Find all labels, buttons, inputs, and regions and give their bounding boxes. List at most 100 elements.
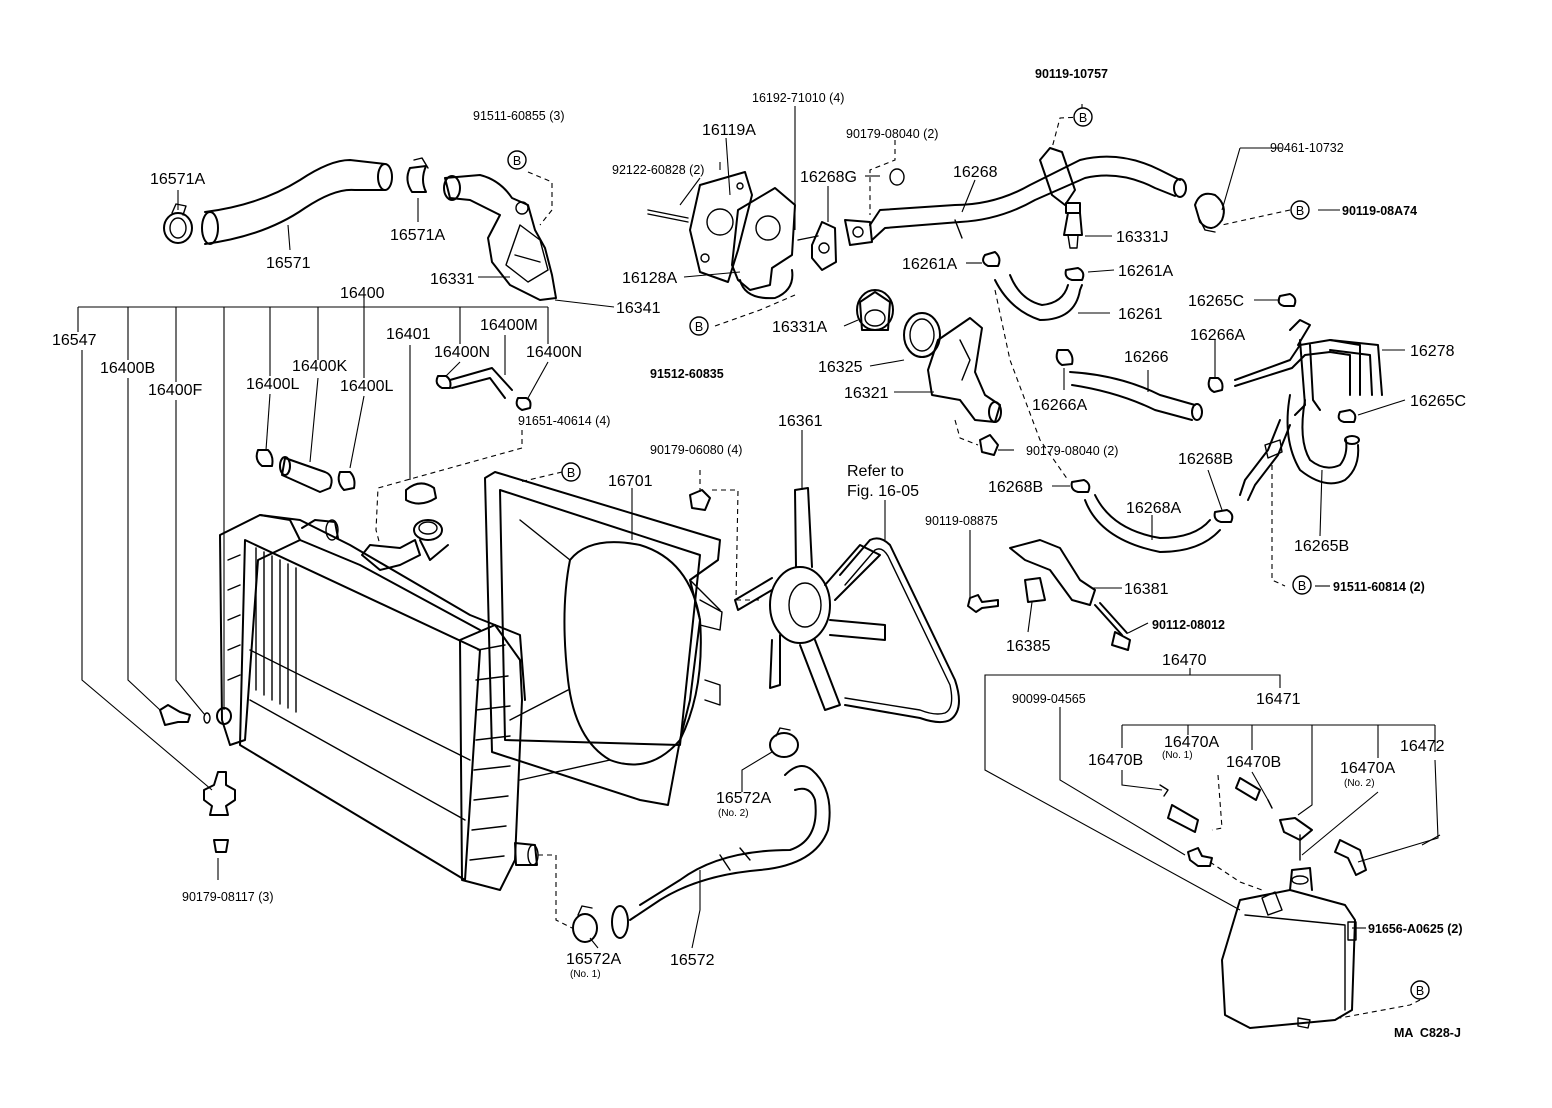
label-90112-08012: 90112-08012 (1152, 618, 1225, 632)
label-16470: 16470 (1162, 652, 1207, 669)
label-16268B-left: 16268B (988, 479, 1043, 496)
label-16571A-left: 16571A (150, 171, 205, 188)
label-91511-60855: 91511-60855 (3) (473, 109, 565, 123)
label-16400N-right: 16400N (526, 344, 582, 361)
radiator-group (159, 367, 539, 891)
callout-b-3-text: B (1079, 111, 1087, 125)
label-no1-reservoir: (No. 1) (1162, 750, 1193, 761)
label-90461-10732: 90461-10732 (1270, 141, 1344, 155)
radiator-upper-hose-group (163, 157, 557, 301)
label-16400K: 16400K (292, 358, 347, 375)
callout-b-5-text: B (567, 466, 575, 480)
label-16400: 16400 (340, 285, 385, 302)
label-16331J: 16331J (1116, 229, 1169, 246)
label-90119-10757: 90119-10757 (1035, 67, 1108, 81)
label-16361: 16361 (778, 413, 823, 430)
radiator-lower-hose-group (572, 727, 831, 943)
label-16572: 16572 (670, 952, 715, 969)
label-91656-A0625: 91656-A0625 (2) (1368, 922, 1463, 936)
label-16400F: 16400F (148, 382, 202, 399)
label-92122-60828: 92122-60828 (2) (612, 163, 704, 177)
label-16571A-right: 16571A (390, 227, 445, 244)
label-90099-04565: 90099-04565 (1012, 692, 1086, 706)
label-16400N-left: 16400N (434, 344, 490, 361)
callout-b-1-text: B (513, 154, 521, 168)
label-90179-06080: 90179-06080 (4) (650, 443, 742, 457)
label-16192-71010: 16192-71010 (4) (752, 91, 844, 105)
label-16266A-top: 16266A (1190, 327, 1245, 344)
label-16381: 16381 (1124, 581, 1169, 598)
label-16401: 16401 (386, 326, 431, 343)
diagram-id: MA C828-J (1394, 1026, 1461, 1040)
callout-b-1 (507, 150, 527, 170)
radiator-core-fins (249, 547, 471, 821)
label-16470A-no1: 16470A (1164, 734, 1219, 751)
label-16268A: 16268A (1126, 500, 1181, 517)
callout-markers: B B B B B B B (507, 107, 1430, 1000)
label-90179-08117: 90179-08117 (3) (182, 890, 274, 904)
label-16325: 16325 (818, 359, 863, 376)
label-16261A-left: 16261A (902, 256, 957, 273)
label-16470B-right: 16470B (1226, 754, 1281, 771)
label-16331: 16331 (430, 271, 475, 288)
label-no2-reservoir: (No. 2) (1344, 778, 1375, 789)
callout-b-2 (689, 316, 709, 336)
label-16266A-bottom: 16266A (1032, 397, 1087, 414)
callout-b-2-text: B (695, 320, 703, 334)
callout-b-6 (1292, 575, 1312, 595)
leader-lines (77, 104, 1441, 1019)
water-inlet-housing-group (647, 168, 905, 300)
label-16265C-right: 16265C (1410, 393, 1466, 410)
callout-b-4 (1290, 200, 1310, 220)
coolant-reservoir-group (1159, 777, 1367, 1029)
refer-to-line-1: Refer to (847, 463, 904, 480)
label-16470B-left: 16470B (1088, 752, 1143, 769)
label-91512-60835: 91512-60835 (650, 367, 724, 381)
refer-to-line-2: Fig. 16-05 (847, 483, 919, 500)
label-16472: 16472 (1400, 738, 1445, 755)
label-16572A-no1: 16572A (566, 951, 621, 968)
label-16119A: 16119A (702, 122, 756, 139)
callout-b-3 (1073, 107, 1093, 127)
label-16470A-no2: 16470A (1340, 760, 1395, 777)
thermostat-group (856, 289, 1002, 456)
label-16471: 16471 (1256, 691, 1301, 708)
label-16547: 16547 (52, 332, 97, 349)
callout-b-5 (561, 462, 581, 482)
label-16571: 16571 (266, 255, 311, 272)
label-90179-08040-top: 90179-08040 (2) (846, 127, 938, 141)
label-no1-hose: (No. 1) (570, 969, 601, 980)
label-16400M: 16400M (480, 317, 538, 334)
heater-hose-group (1055, 293, 1383, 553)
label-16266: 16266 (1124, 349, 1169, 366)
label-16400B: 16400B (100, 360, 155, 377)
label-16128A: 16128A (622, 270, 677, 287)
label-no2-hose: (No. 2) (718, 808, 749, 819)
water-bypass-pipe-group (869, 147, 1225, 321)
label-16701: 16701 (608, 473, 653, 490)
label-16265B: 16265B (1294, 538, 1349, 555)
label-16572A-no2: 16572A (716, 790, 771, 807)
label-16341: 16341 (616, 300, 661, 317)
label-16261A-right: 16261A (1118, 263, 1173, 280)
callout-b-7 (1410, 980, 1430, 1000)
label-16385: 16385 (1006, 638, 1051, 655)
label-16400L-right: 16400L (340, 378, 393, 395)
label-16268: 16268 (953, 164, 998, 181)
label-90179-08040-right: 90179-08040 (2) (1026, 444, 1118, 458)
callout-b-6-text: B (1298, 579, 1306, 593)
label-16268B-right: 16268B (1178, 451, 1233, 468)
fan-shroud-group (484, 471, 723, 806)
label-16268G: 16268G (800, 169, 857, 186)
label-90119-08A74: 90119-08A74 (1342, 204, 1417, 218)
callout-b-7-text: B (1416, 984, 1424, 998)
label-16261: 16261 (1118, 306, 1163, 323)
label-91511-60814: 91511-60814 (2) (1333, 580, 1425, 594)
label-16265C-top: 16265C (1188, 293, 1244, 310)
label-16400L-left: 16400L (246, 376, 299, 393)
part-labels: 16571A 16571 16571A 91511-60855 (3) 1633… (52, 67, 1466, 1040)
fan-bracket-group (967, 539, 1131, 651)
label-16278: 16278 (1410, 343, 1455, 360)
label-91651-40614: 91651-40614 (4) (518, 414, 610, 428)
